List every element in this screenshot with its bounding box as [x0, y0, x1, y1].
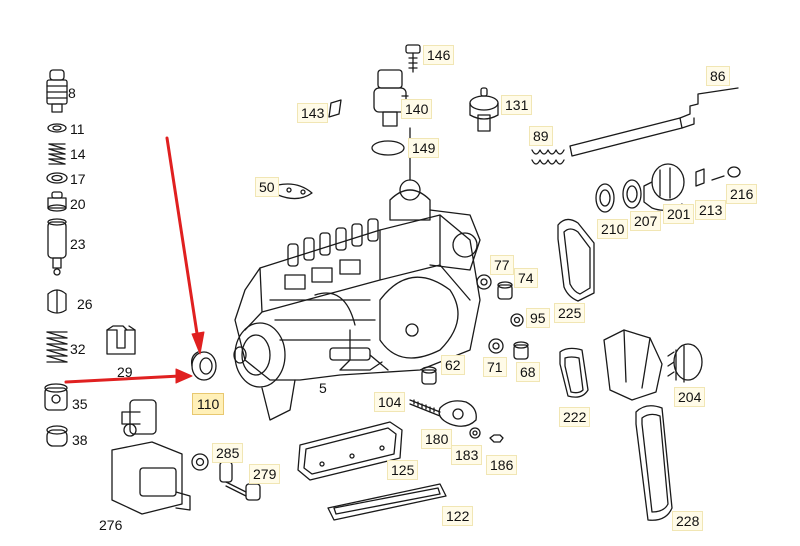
bracket-icon [106, 325, 136, 355]
adjuster-icon [667, 343, 703, 383]
bracket-small-icon [695, 168, 705, 187]
highlight-arrows [64, 136, 205, 384]
spring-icon [48, 143, 66, 165]
part-label-17[interactable]: 17 [70, 171, 86, 187]
part-label-125[interactable]: 125 [387, 460, 419, 480]
part-label-183[interactable]: 183 [451, 445, 483, 465]
part-label-201[interactable]: 201 [663, 204, 695, 224]
part-label-149[interactable]: 149 [408, 138, 440, 158]
part-label-77[interactable]: 77 [490, 255, 514, 275]
cover-plate-gasket-icon [297, 421, 403, 481]
valve-icon [47, 191, 67, 212]
control-rod-icon [569, 87, 739, 157]
part-label-32[interactable]: 32 [70, 341, 86, 357]
part-label-23[interactable]: 23 [70, 236, 86, 252]
part-label-180[interactable]: 180 [421, 429, 453, 449]
part-label-279[interactable]: 279 [249, 464, 281, 484]
stud-bolt-icon [409, 399, 441, 417]
fitting-banjo-icon [191, 453, 261, 501]
housing-cover-icon [603, 329, 663, 401]
part-label-104[interactable]: 104 [374, 392, 406, 412]
bolt-icon [405, 44, 421, 73]
seal-ring-icon [46, 172, 68, 184]
rings-icon [595, 179, 642, 213]
timing-device-icon [111, 399, 191, 515]
part-label-74[interactable]: 74 [514, 268, 538, 288]
part-label-20[interactable]: 20 [70, 196, 86, 212]
part-label-26[interactable]: 26 [77, 296, 93, 312]
part-label-89[interactable]: 89 [529, 126, 553, 146]
part-label-86[interactable]: 86 [706, 66, 730, 86]
gasket-icon [277, 183, 313, 200]
cap-icon [469, 87, 499, 132]
o-ring-icon [371, 140, 405, 156]
tappet-icon [44, 383, 68, 411]
part-label-131[interactable]: 131 [501, 95, 533, 115]
banjo-fittings-icon [421, 274, 529, 385]
part-label-14[interactable]: 14 [70, 146, 86, 162]
part-label-285[interactable]: 285 [212, 443, 244, 463]
part-label-110[interactable]: 110 [192, 393, 225, 415]
part-label-71[interactable]: 71 [483, 357, 507, 377]
part-label-204[interactable]: 204 [674, 387, 706, 407]
clip-icon [328, 99, 342, 118]
part-label-276[interactable]: 276 [99, 517, 123, 533]
part-label-207[interactable]: 207 [630, 211, 662, 231]
delivery-valve-holder-icon [46, 69, 68, 113]
part-label-143[interactable]: 143 [297, 103, 329, 123]
cover-gasket-icon [557, 218, 595, 302]
washer-icon [47, 123, 67, 133]
part-label-140[interactable]: 140 [401, 99, 433, 119]
large-gasket-icon [635, 405, 673, 521]
spring-coil-icon [531, 149, 565, 165]
nuts-icon [469, 427, 504, 443]
seal-ring-110-icon [190, 351, 217, 381]
bottom-gasket-icon [327, 483, 447, 521]
part-label-222[interactable]: 222 [559, 407, 591, 427]
part-label-216[interactable]: 216 [726, 184, 758, 204]
plunger-barrel-icon [47, 218, 67, 276]
part-label-95[interactable]: 95 [526, 308, 550, 328]
part-label-210[interactable]: 210 [597, 219, 629, 239]
part-label-11[interactable]: 11 [70, 121, 85, 137]
part-label-8[interactable]: 8 [68, 85, 76, 101]
part-label-122[interactable]: 122 [442, 506, 474, 526]
part-label-186[interactable]: 186 [486, 455, 518, 475]
part-label-29[interactable]: 29 [117, 364, 133, 380]
part-label-62[interactable]: 62 [441, 355, 465, 375]
part-label-146[interactable]: 146 [423, 45, 455, 65]
part-label-50[interactable]: 50 [255, 177, 279, 197]
part-label-68[interactable]: 68 [516, 362, 540, 382]
roller-icon [46, 425, 68, 447]
part-label-5[interactable]: 5 [319, 380, 327, 396]
flange-gasket-icon [438, 400, 477, 427]
plate-gasket-icon [559, 347, 589, 398]
part-label-225[interactable]: 225 [554, 303, 586, 323]
part-label-38[interactable]: 38 [72, 432, 88, 448]
part-label-213[interactable]: 213 [695, 200, 727, 220]
part-label-35[interactable]: 35 [72, 396, 88, 412]
plunger-spring-icon [46, 331, 68, 363]
part-label-228[interactable]: 228 [672, 511, 704, 531]
control-sleeve-icon [47, 289, 67, 314]
injection-pump-body [233, 179, 481, 421]
screw-icon [711, 166, 741, 181]
